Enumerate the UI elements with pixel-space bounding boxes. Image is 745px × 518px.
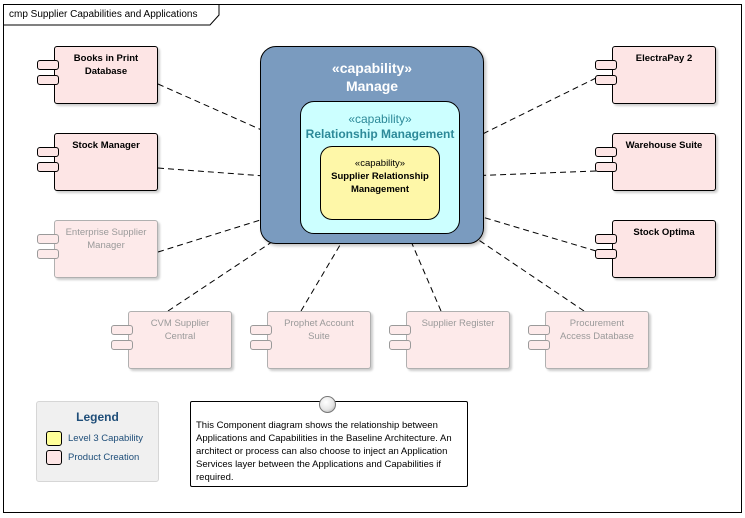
component-name: Supplier Register — [421, 318, 495, 329]
component-port-icon — [37, 60, 59, 70]
component-stock-optima[interactable]: Stock Optima — [595, 220, 716, 278]
component-port-icon — [528, 325, 550, 335]
component-name: Prophet Account — [284, 318, 354, 329]
capability-manage-name: Manage — [345, 78, 399, 94]
capability-srm-name-line2: Management — [350, 184, 410, 195]
capability-manage-stereotype: «capability» — [331, 60, 413, 76]
component-port-icon — [595, 162, 617, 172]
component-name: Stock Optima — [633, 227, 695, 238]
component-port-icon — [595, 75, 617, 85]
component-port-icon — [389, 340, 411, 350]
component-port-icon — [250, 325, 272, 335]
component-electrapay-2[interactable]: ElectraPay 2 — [595, 46, 716, 104]
dependency-connector-warehouse[interactable] — [442, 170, 597, 177]
component-port-icon — [595, 249, 617, 259]
component-port-icon — [37, 162, 59, 172]
component-name-line2: Manager — [87, 240, 125, 251]
component-cvm-supplier-central[interactable]: CVM Supplier Central — [111, 311, 232, 369]
component-name: Procurement — [569, 318, 625, 329]
note-connector-knob-icon — [319, 396, 336, 413]
legend-swatch — [46, 450, 62, 465]
diagram-title: cmp Supplier Capabilities and Applicatio… — [9, 9, 198, 20]
legend-label: Product Creation — [68, 452, 140, 463]
component-port-icon — [111, 340, 133, 350]
component-name: Warehouse Suite — [625, 140, 703, 151]
component-port-icon — [250, 340, 272, 350]
component-port-icon — [37, 234, 59, 244]
note[interactable]: This Component diagram shows the relatio… — [190, 396, 468, 487]
component-port-icon — [111, 325, 133, 335]
component-name: Books in Print — [73, 53, 139, 64]
component-enterprise-supplier-manager[interactable]: Enterprise Supplier Manager — [37, 220, 158, 278]
frame-tab-outline — [3, 4, 220, 26]
dependency-connector-esm[interactable] — [157, 202, 318, 253]
component-port-icon — [528, 340, 550, 350]
component-warehouse-suite[interactable]: Warehouse Suite — [595, 133, 716, 191]
capability-srm-name-line1: Supplier Relationship — [331, 171, 429, 182]
note-text: This Component diagram shows the relatio… — [196, 420, 452, 483]
component-books-in-print-database[interactable]: Books in Print Database — [37, 46, 158, 104]
legend-swatch — [46, 431, 62, 446]
component-name: Enterprise Supplier — [65, 227, 147, 238]
capability-relationship-management-name: Relationship Management — [305, 127, 455, 141]
component-port-icon — [595, 147, 617, 157]
component-port-icon — [37, 147, 59, 157]
capability-relationship-management-stereotype: «capability» — [348, 112, 412, 126]
component-name-line2: Access Database — [560, 331, 634, 342]
component-name-line2: Suite — [308, 331, 330, 342]
component-port-icon — [595, 234, 617, 244]
component-stock-manager[interactable]: Stock Manager — [37, 133, 158, 191]
component-port-icon — [37, 249, 59, 259]
component-port-icon — [595, 60, 617, 70]
capability-supplier-relationship-management[interactable]: «capability» Supplier Relationship Manag… — [320, 146, 440, 220]
legend-title: Legend — [76, 410, 119, 424]
component-port-icon — [37, 75, 59, 85]
component-procurement-access-database[interactable]: Procurement Access Database — [528, 311, 649, 369]
component-name: ElectraPay 2 — [635, 53, 693, 64]
component-name: CVM Supplier — [150, 318, 210, 329]
legend-label: Level 3 Capability — [68, 433, 143, 444]
component-prophet-account-suite[interactable]: Prophet Account Suite — [250, 311, 371, 369]
component-supplier-register[interactable]: Supplier Register — [389, 311, 510, 369]
component-name-line2: Database — [84, 66, 128, 77]
component-name: Stock Manager — [72, 140, 140, 151]
capability-srm-stereotype: «capability» — [354, 158, 406, 169]
component-port-icon — [389, 325, 411, 335]
legend: Legend Level 3 Capability Product Creati… — [36, 401, 159, 482]
component-name-line2: Central — [164, 331, 196, 342]
